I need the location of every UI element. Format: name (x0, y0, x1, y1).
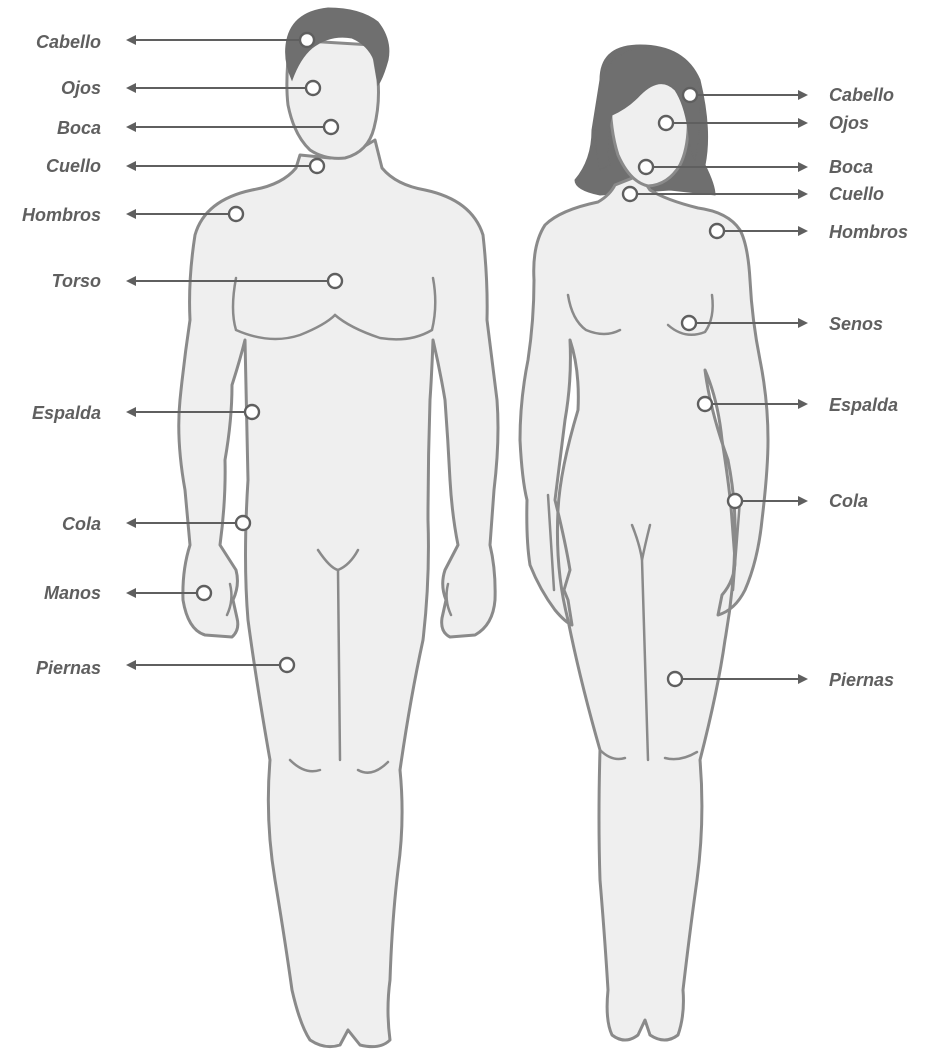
female-label-hombros: Hombros (829, 222, 908, 242)
male-marker-hombros (229, 207, 243, 221)
female-marker-piernas (668, 672, 682, 686)
female-label-senos: Senos (829, 314, 883, 334)
male-label-ojos: Ojos (61, 78, 101, 98)
female-callout-cabello: Cabello (683, 85, 894, 105)
female-marker-cabello (683, 88, 697, 102)
male-label-manos: Manos (44, 583, 101, 603)
male-marker-cola (236, 516, 250, 530)
male-marker-cuello (310, 159, 324, 173)
male-label-cuello: Cuello (46, 156, 101, 176)
male-marker-piernas (280, 658, 294, 672)
male-marker-manos (197, 586, 211, 600)
female-label-cabello: Cabello (829, 85, 894, 105)
male-marker-cabello (300, 33, 314, 47)
male-label-cabello: Cabello (36, 32, 101, 52)
male-label-piernas: Piernas (36, 658, 101, 678)
female-marker-ojos (659, 116, 673, 130)
male-label-cola: Cola (62, 514, 101, 534)
male-callout-cabello: Cabello (36, 32, 314, 52)
male-label-torso: Torso (52, 271, 101, 291)
male-marker-ojos (306, 81, 320, 95)
male-marker-torso (328, 274, 342, 288)
female-label-piernas: Piernas (829, 670, 894, 690)
female-marker-hombros (710, 224, 724, 238)
female-label-espalda: Espalda (829, 395, 898, 415)
female-marker-cuello (623, 187, 637, 201)
male-callout-cuello: Cuello (46, 156, 324, 176)
male-label-boca: Boca (57, 118, 101, 138)
male-label-espalda: Espalda (32, 403, 101, 423)
male-marker-boca (324, 120, 338, 134)
female-label-cola: Cola (829, 491, 868, 511)
female-marker-senos (682, 316, 696, 330)
female-marker-boca (639, 160, 653, 174)
female-marker-cola (728, 494, 742, 508)
male-callout-ojos: Ojos (61, 78, 320, 98)
female-label-boca: Boca (829, 157, 873, 177)
female-label-ojos: Ojos (829, 113, 869, 133)
female-marker-espalda (698, 397, 712, 411)
female-label-cuello: Cuello (829, 184, 884, 204)
male-label-hombros: Hombros (22, 205, 101, 225)
male-figure (179, 8, 498, 1047)
male-marker-espalda (245, 405, 259, 419)
